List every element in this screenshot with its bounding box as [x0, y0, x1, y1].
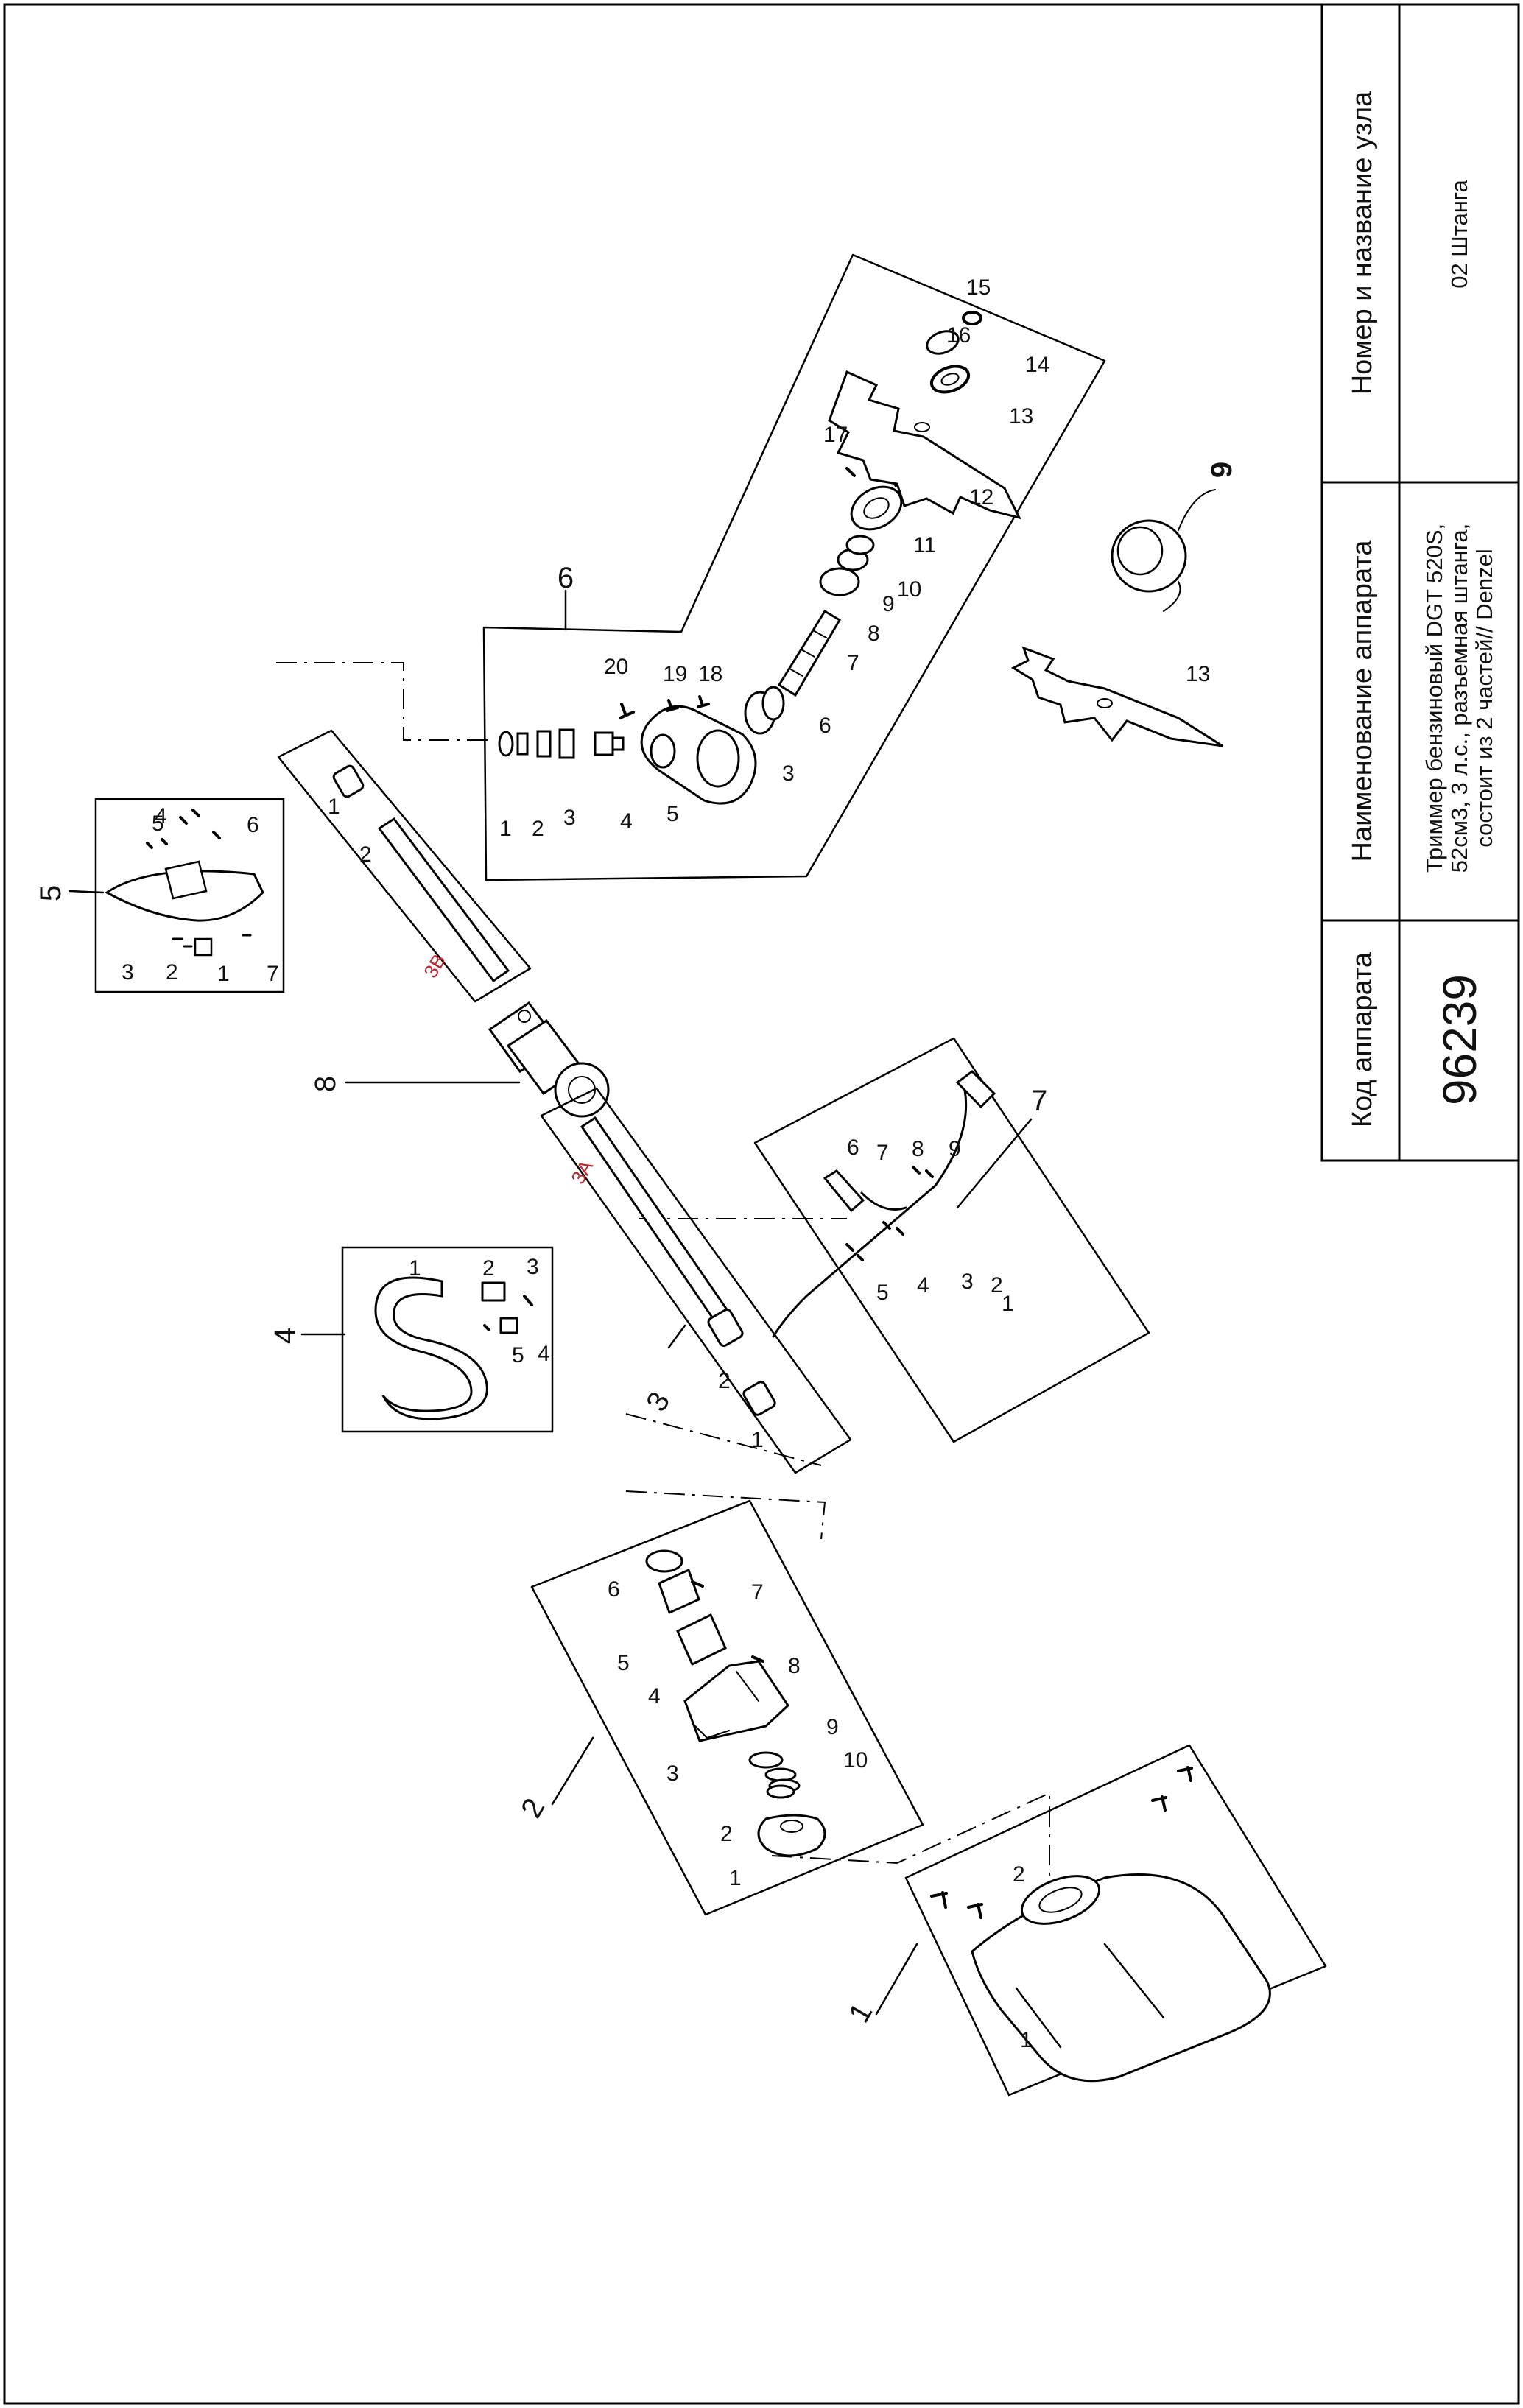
- group-4-label: 4: [269, 1328, 301, 1344]
- svg-text:7: 7: [847, 651, 859, 675]
- svg-text:7: 7: [267, 962, 279, 986]
- svg-text:9: 9: [949, 1137, 961, 1161]
- svg-text:3: 3: [666, 1761, 679, 1786]
- svg-text:2: 2: [482, 1256, 495, 1281]
- name-header: Наименование аппарата: [1347, 540, 1378, 862]
- node-header: Номер и название узла: [1347, 91, 1378, 395]
- group-1-clutch-box: 1 2 1: [843, 1744, 1327, 2097]
- svg-text:4: 4: [155, 804, 167, 828]
- svg-text:6: 6: [608, 1577, 620, 1602]
- svg-text:19: 19: [663, 662, 687, 686]
- group-5-label: 5: [35, 885, 67, 901]
- group-3b-upper-shaft-box: 3B 12: [277, 729, 532, 1003]
- svg-text:3: 3: [563, 806, 576, 830]
- svg-text:2: 2: [532, 817, 544, 841]
- svg-text:3: 3: [961, 1270, 974, 1294]
- group-9-label: 9: [1206, 462, 1238, 478]
- title-block: Номер и название узла Наименование аппар…: [1320, 3, 1520, 1162]
- svg-text:5: 5: [512, 1343, 524, 1367]
- device-name-line-3: состоит из 2 частей// Denzel: [1471, 549, 1497, 847]
- device-name-line-1: Триммер бензиновый DGT 520S,: [1421, 524, 1447, 873]
- svg-text:2: 2: [166, 960, 178, 985]
- group-8-coupler: 8: [309, 1001, 610, 1118]
- svg-text:1: 1: [729, 1866, 742, 1890]
- svg-text:2: 2: [720, 1822, 733, 1846]
- svg-text:5: 5: [876, 1281, 889, 1305]
- group-1-label: 1: [843, 1998, 879, 2028]
- group-2-label: 2: [515, 1793, 551, 1823]
- group-3-label: 3: [640, 1387, 676, 1417]
- svg-text:1: 1: [751, 1428, 764, 1452]
- svg-text:2: 2: [1013, 1862, 1025, 1887]
- page-border: [3, 3, 1520, 2405]
- svg-text:1: 1: [499, 817, 512, 841]
- svg-text:1: 1: [1020, 2028, 1033, 2052]
- svg-text:18: 18: [698, 662, 722, 686]
- svg-text:1: 1: [217, 962, 230, 986]
- svg-text:4: 4: [538, 1342, 550, 1366]
- svg-text:5: 5: [152, 812, 164, 836]
- shaft-lower-label: 3A: [566, 1156, 597, 1188]
- svg-text:8: 8: [868, 622, 880, 646]
- group-6-label: 6: [558, 562, 574, 594]
- svg-text:11: 11: [913, 533, 936, 557]
- svg-text:4: 4: [917, 1273, 929, 1298]
- group-3a-lower-shaft-box: 3A 3 2 1: [540, 1087, 852, 1474]
- code-header: Код аппарата: [1347, 951, 1378, 1127]
- svg-text:3: 3: [122, 960, 134, 985]
- group-7-label: 7: [1031, 1085, 1047, 1117]
- svg-text:10: 10: [897, 577, 921, 602]
- svg-text:12: 12: [969, 485, 993, 510]
- svg-text:4: 4: [648, 1684, 661, 1708]
- svg-text:16: 16: [946, 323, 971, 348]
- svg-text:15: 15: [966, 275, 991, 300]
- svg-text:17: 17: [823, 423, 848, 447]
- svg-text:8: 8: [912, 1137, 924, 1161]
- shaft-upper-label: 3B: [419, 950, 450, 982]
- svg-text:3: 3: [527, 1255, 539, 1279]
- device-code: 96239: [1433, 974, 1486, 1105]
- svg-text:2: 2: [718, 1369, 731, 1393]
- svg-text:1: 1: [409, 1256, 421, 1281]
- svg-text:4: 4: [620, 809, 633, 834]
- svg-text:1: 1: [1002, 1292, 1014, 1316]
- svg-text:9: 9: [826, 1715, 839, 1739]
- node-value: 02 Штанга: [1446, 179, 1472, 288]
- group-2-gear-housing-box: 2 6 54 3 2 1 7 8 9 10: [515, 1499, 924, 1916]
- svg-text:9: 9: [882, 592, 895, 616]
- device-name-line-2: 52см3, 3 л.с., разъемная штанга,: [1446, 524, 1472, 873]
- group-9-spool-head: 9: [1111, 462, 1238, 612]
- svg-text:5: 5: [617, 1651, 630, 1675]
- svg-text:6: 6: [819, 714, 831, 738]
- svg-text:6: 6: [847, 1136, 859, 1160]
- svg-text:10: 10: [843, 1748, 868, 1772]
- svg-text:13: 13: [1186, 662, 1210, 686]
- svg-text:7: 7: [876, 1141, 889, 1165]
- svg-text:3: 3: [782, 761, 795, 786]
- svg-text:5: 5: [666, 802, 679, 826]
- svg-text:8: 8: [788, 1654, 801, 1678]
- group-6-gear-head-box: 6: [482, 253, 1106, 881]
- svg-text:20: 20: [604, 655, 628, 679]
- svg-text:2: 2: [991, 1273, 1003, 1298]
- group-8-label: 8: [309, 1076, 342, 1092]
- svg-text:1: 1: [328, 795, 340, 819]
- spare-blade-13: 13: [1010, 646, 1223, 747]
- svg-text:13: 13: [1009, 404, 1033, 429]
- svg-text:6: 6: [247, 813, 259, 837]
- svg-text:2: 2: [359, 842, 372, 867]
- svg-text:14: 14: [1025, 353, 1049, 377]
- svg-text:7: 7: [751, 1580, 764, 1605]
